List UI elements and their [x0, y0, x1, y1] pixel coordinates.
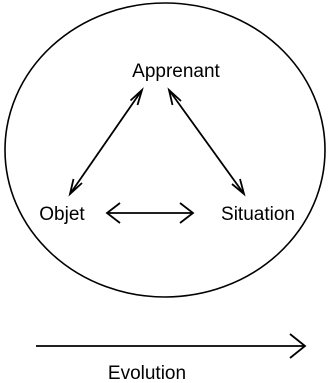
- arrow-apprenant-objet: [68, 87, 144, 197]
- evolution-arrow: [36, 333, 307, 359]
- arrow-apprenant-situation: [167, 87, 246, 197]
- node-situation: Situation: [221, 204, 295, 225]
- node-objet: Objet: [39, 204, 85, 225]
- evolution-label: Evolution: [108, 363, 186, 383]
- arrow-objet-situation: [105, 202, 195, 224]
- node-apprenant: Apprenant: [132, 61, 220, 82]
- context-circle: [4, 2, 326, 298]
